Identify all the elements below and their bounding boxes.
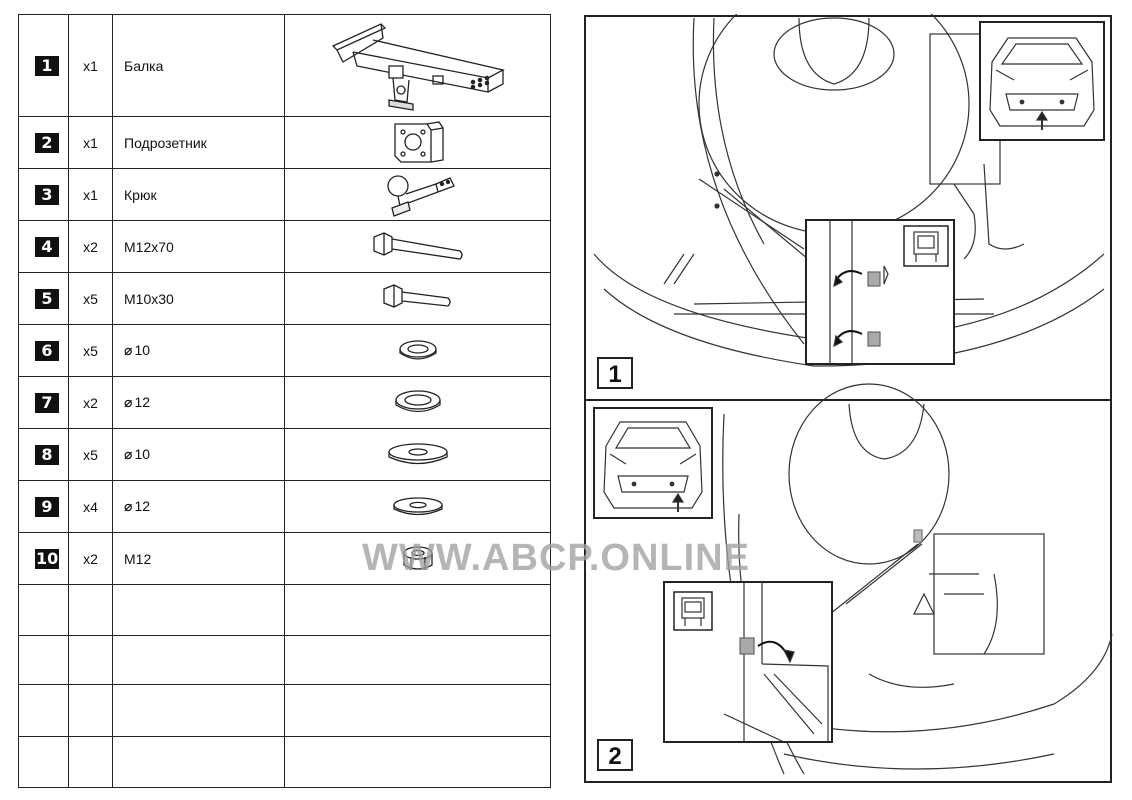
table-row (18, 684, 551, 737)
table-row (18, 584, 551, 636)
part-number: 4 (35, 236, 59, 257)
part-number: 5 (35, 288, 59, 309)
part-number: 2 (35, 132, 59, 153)
table-row: 8 x5 ⌀10 (18, 428, 551, 481)
flat-washer-icon (387, 442, 448, 464)
part-number: 3 (35, 184, 59, 205)
part-name: 12 (134, 498, 151, 514)
part-name: 10 (134, 446, 151, 462)
part-quantity: x2 (68, 376, 113, 429)
part-name: M10x30 (112, 272, 285, 325)
parts-table: 1 x1 Балка (18, 14, 551, 788)
part-quantity: x1 (68, 116, 113, 169)
step-2-label: 2 (608, 743, 621, 770)
part-quantity: x5 (68, 428, 113, 481)
part-name: Крюк (112, 168, 285, 221)
part-name: 10 (134, 342, 151, 358)
step-2-panel: 2 (593, 383, 1113, 775)
short-bolt-icon (382, 283, 451, 308)
diameter-symbol: ⌀ (124, 394, 133, 410)
part-name: M12 (112, 532, 285, 585)
table-row: 10 x2 M12 (18, 532, 551, 585)
table-row: 3 x1 Крюк (18, 168, 551, 221)
table-row: 5 x5 M10x30 (18, 272, 551, 325)
part-number: 6 (35, 340, 59, 361)
part-number: 8 (35, 444, 59, 465)
diameter-symbol: ⌀ (124, 498, 133, 514)
part-quantity: x5 (68, 272, 113, 325)
flat-washer-icon (392, 496, 443, 515)
table-row (18, 635, 551, 685)
table-row: 4 x2 M12x70 (18, 220, 551, 273)
installation-diagram: 1 (584, 14, 1113, 783)
table-row: 6 x5 ⌀10 (18, 324, 551, 377)
table-row (18, 736, 551, 788)
table-row: 9 x4 ⌀12 (18, 480, 551, 533)
step-1-label: 1 (608, 361, 621, 388)
long-bolt-icon (372, 231, 463, 260)
step-1-panel: 1 (593, 14, 1105, 389)
part-quantity: x2 (68, 532, 113, 585)
tow-beam-icon (331, 22, 505, 111)
part-quantity: x4 (68, 480, 113, 533)
part-name: 12 (134, 394, 151, 410)
part-number: 1 (35, 55, 59, 76)
part-name: M12x70 (112, 220, 285, 273)
table-row: 1 x1 Балка (18, 14, 551, 117)
watermark-text: WWW.ABCP.ONLINE (362, 537, 750, 579)
nut-icon (402, 545, 433, 570)
spring-washer-icon (398, 339, 437, 360)
part-quantity: x1 (68, 14, 113, 117)
part-number: 9 (35, 496, 59, 517)
table-row: 2 x1 Подрозетник (18, 116, 551, 169)
part-number: 7 (35, 392, 59, 413)
part-quantity: x2 (68, 220, 113, 273)
part-quantity: x1 (68, 168, 113, 221)
table-row: 7 x2 ⌀12 (18, 376, 551, 429)
spring-washer-icon (394, 389, 441, 412)
tow-hook-icon (386, 174, 455, 217)
part-name: Подрозетник (112, 116, 285, 169)
part-quantity: x5 (68, 324, 113, 377)
socket-bracket-icon (393, 120, 444, 163)
part-name: Балка (112, 14, 285, 117)
diameter-symbol: ⌀ (124, 342, 133, 358)
part-number: 10 (35, 548, 60, 569)
diameter-symbol: ⌀ (124, 446, 133, 462)
